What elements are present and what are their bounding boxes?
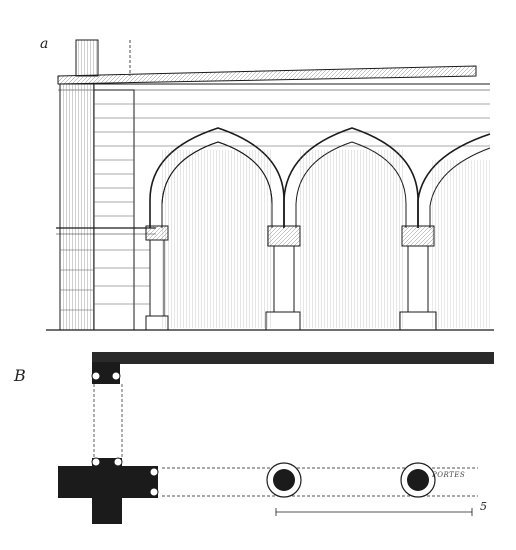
column-3	[399, 225, 437, 331]
plan-mark: B	[14, 366, 26, 385]
plan-drawing	[58, 352, 494, 524]
plan-column-2	[400, 462, 436, 498]
plan-note: PORTES	[432, 471, 466, 479]
plan-dashed-connectors	[93, 384, 478, 497]
masonry-courses	[60, 103, 490, 311]
scale-bar	[275, 508, 473, 516]
plan-pier-top	[91, 362, 121, 384]
plan-wall	[92, 352, 494, 364]
left-buttress	[56, 83, 156, 331]
arch-2	[283, 127, 419, 328]
arch-1	[149, 127, 285, 328]
scale-end-label: 5	[480, 500, 487, 513]
plan-column-1	[266, 462, 302, 498]
arch-3-partial	[417, 133, 491, 328]
plan-cruciform-pier	[58, 457, 159, 524]
column-2	[265, 225, 301, 331]
elevation-drawing	[46, 39, 494, 331]
chimney	[75, 39, 131, 77]
elevation-mark: a	[40, 36, 49, 52]
cornice	[57, 65, 490, 91]
